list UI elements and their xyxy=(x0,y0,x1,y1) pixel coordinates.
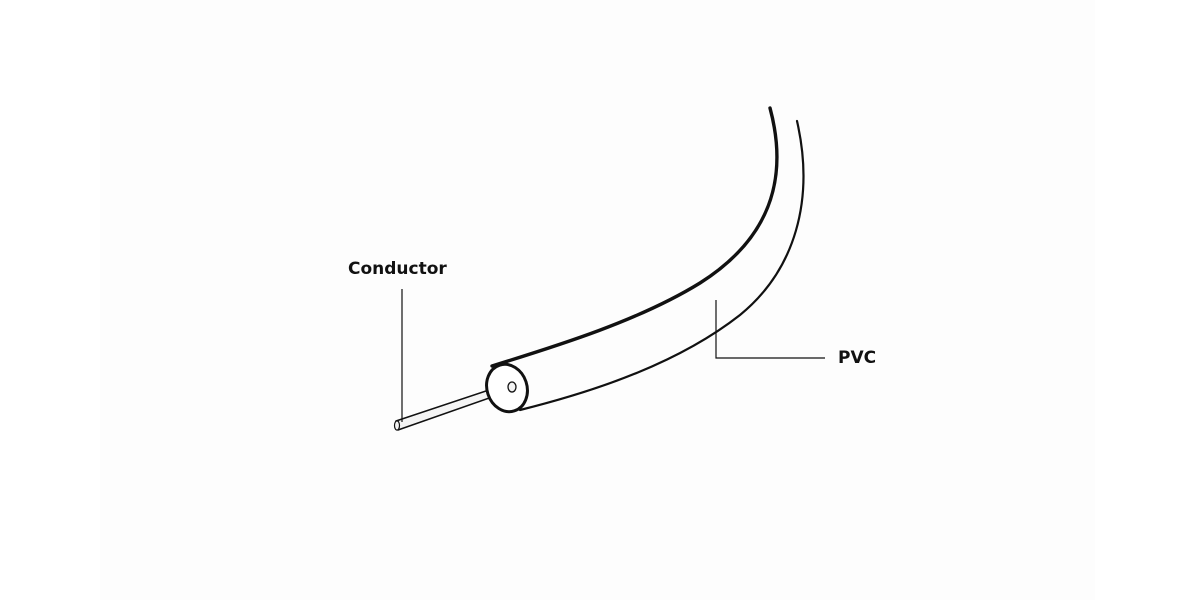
pvc-jacket-cut-end xyxy=(485,362,529,414)
conductor-label: Conductor xyxy=(348,259,447,279)
conductor-tip xyxy=(393,420,401,431)
conductor-cross-section xyxy=(507,381,517,393)
pvc-label: PVC xyxy=(838,348,877,368)
pvc-jacket-lower-edge xyxy=(518,119,805,412)
pvc-leader-line xyxy=(715,300,825,359)
pvc-jacket-upper-edge xyxy=(490,106,779,368)
diagram-background-panel xyxy=(100,0,1095,600)
